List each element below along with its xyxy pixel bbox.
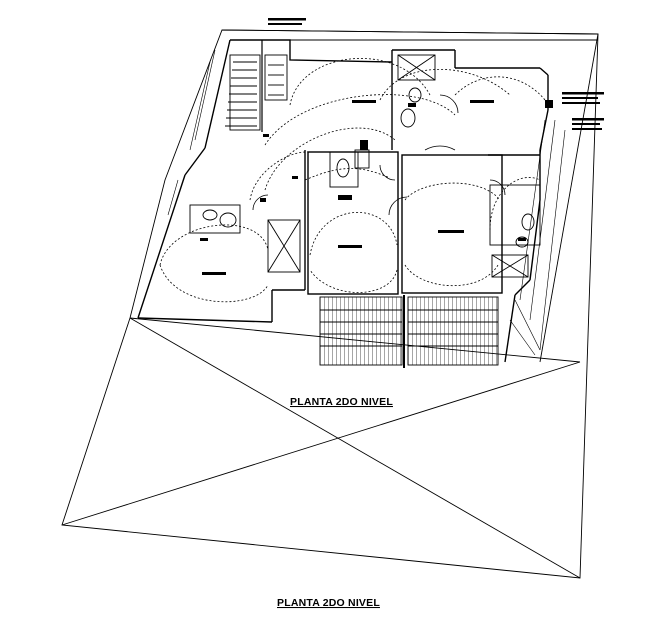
plan-title: PLANTA 2DO NIVEL [290, 396, 393, 408]
footer-title: PLANTA 2DO NIVEL [277, 597, 380, 609]
staircase [225, 40, 288, 132]
east-wall-hatch [509, 119, 566, 356]
room-label-marks [200, 100, 526, 275]
bathroom-fixtures [189, 54, 541, 278]
door-swings [252, 94, 506, 216]
building-walls [137, 39, 549, 363]
annotation-marks [268, 18, 604, 130]
site-boundary [61, 29, 599, 579]
circuit-arcs [159, 58, 546, 303]
terrace-deck [319, 295, 499, 368]
west-wall-hatch [167, 49, 216, 216]
